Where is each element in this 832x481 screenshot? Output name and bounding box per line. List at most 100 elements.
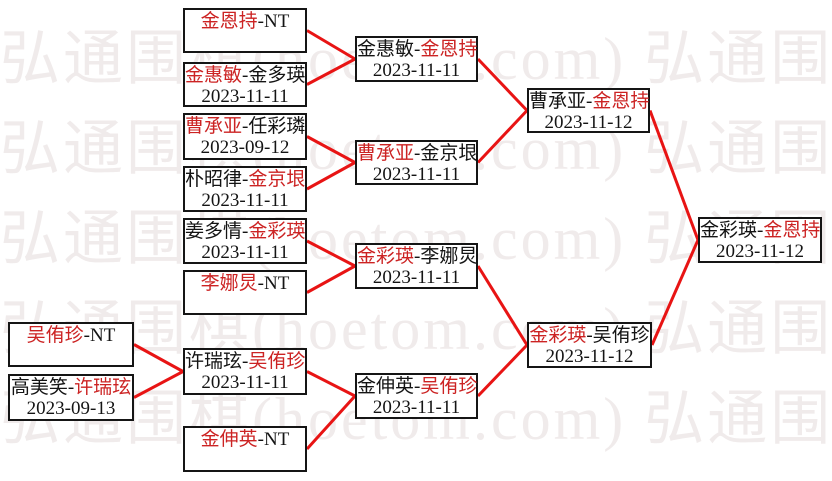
vs-hyphen: -: [257, 273, 264, 294]
vs-hyphen: -: [586, 91, 593, 112]
match-date: 2023-09-13: [26, 398, 116, 419]
match-players: 金彩瑛-李娜炅: [357, 246, 478, 267]
player1-name: 朴昭律: [185, 169, 243, 190]
match-players: 金惠敏-金恩持: [357, 39, 478, 60]
player2-name: 吴侑珍: [248, 351, 306, 372]
vs-hyphen: -: [257, 429, 264, 450]
player1-name: 曹承亚: [185, 116, 243, 137]
player1-name: 曹承亚: [357, 143, 415, 164]
vs-hyphen: -: [586, 325, 593, 346]
player1-name: 姜多情: [185, 221, 243, 242]
match-date: 2023-11-12: [545, 346, 634, 367]
player1-name: 李娜炅: [200, 273, 258, 294]
match-date: 2023-11-11: [201, 242, 289, 263]
connector-line: [648, 109, 700, 241]
match-date: 2023-11-11: [372, 60, 461, 81]
match-date: 2023-11-12: [544, 112, 633, 133]
connector-line: [306, 135, 356, 164]
player2-name: 金恩持: [592, 91, 650, 112]
match-box[interactable]: 吴侑珍-NT: [8, 322, 134, 367]
vs-hyphen: -: [757, 220, 764, 241]
watermark-row: 弘通围棋(hoetom.com) 弘通围棋(hoetom.com): [0, 296, 832, 362]
player1-name: 金彩瑛: [357, 246, 415, 267]
player1-name: 曹承亚: [529, 91, 587, 112]
player2-name: 李娜炅: [420, 246, 478, 267]
player2-name: 任彩璘: [248, 116, 306, 137]
player2-name: 金京垠: [420, 143, 478, 164]
match-box[interactable]: 李娜炅-NT: [183, 270, 307, 315]
match-players: 李娜炅-NT: [185, 273, 305, 294]
player1-name: 吴侑珍: [26, 325, 84, 346]
match-date: 2023-11-12: [716, 241, 804, 262]
player2-name: 金恩持: [420, 39, 478, 60]
match-date: 2023-09-12: [200, 137, 290, 158]
vs-hyphen: -: [67, 377, 75, 398]
vs-hyphen: -: [83, 325, 90, 346]
player2-name: 金恩持: [763, 220, 821, 241]
player1-name: 许瑞玹: [185, 351, 243, 372]
match-box[interactable]: 金恩持-NT: [183, 8, 307, 53]
match-players: 吴侑珍-NT: [10, 325, 132, 346]
player1-name: 金恩持: [200, 11, 258, 32]
connector-line: [306, 264, 356, 294]
connector-line: [306, 57, 356, 86]
match-players: 金伸英-吴侑珍: [357, 376, 478, 397]
vs-hyphen: -: [242, 351, 249, 372]
connector-line: [133, 370, 184, 399]
match-players: 曹承亚-金京垠: [357, 143, 478, 164]
match-date: 2023-11-11: [201, 190, 289, 211]
connector-line: [476, 57, 529, 112]
player1-name: 金伸英: [357, 376, 415, 397]
vs-hyphen: -: [414, 376, 421, 397]
player2-name: 吴侑珍: [592, 325, 650, 346]
match-date: 2023-11-11: [372, 397, 461, 418]
connector-line: [306, 239, 356, 268]
vs-hyphen: -: [242, 116, 249, 137]
match-date: 2023-11-11: [201, 86, 289, 107]
vs-hyphen: -: [242, 65, 249, 86]
match-box[interactable]: 金伸英-NT: [183, 426, 307, 472]
match-date: 2023-11-11: [372, 164, 461, 185]
connector-line: [650, 239, 700, 346]
player2-name: 金彩瑛: [248, 221, 306, 242]
connector-line: [306, 161, 356, 191]
connector-line: [476, 343, 529, 398]
player2-name: NT: [90, 325, 116, 346]
match-players: 朴昭律-金京垠: [185, 169, 305, 190]
vs-hyphen: -: [414, 143, 421, 164]
match-date: 2023-11-11: [201, 372, 289, 393]
connector-line: [306, 29, 356, 61]
match-players: 金伸英-NT: [185, 429, 305, 450]
vs-hyphen: -: [242, 221, 249, 242]
player1-name: 金彩瑛: [700, 220, 758, 241]
connector-line: [305, 394, 357, 451]
connector-line: [133, 343, 184, 373]
player2-name: 吴侑珍: [420, 376, 478, 397]
player2-name: 金多瑛: [248, 65, 306, 86]
connector-line: [476, 265, 529, 346]
player1-name: 金彩瑛: [529, 325, 587, 346]
player1-name: 金惠敏: [185, 65, 243, 86]
match-players: 曹承亚-金恩持: [529, 91, 650, 112]
player1-name: 金伸英: [200, 429, 258, 450]
match-players: 金彩瑛-吴侑珍: [529, 325, 650, 346]
match-date: 2023-11-11: [372, 267, 461, 288]
vs-hyphen: -: [242, 169, 249, 190]
vs-hyphen: -: [414, 39, 421, 60]
connector-line: [306, 370, 356, 398]
